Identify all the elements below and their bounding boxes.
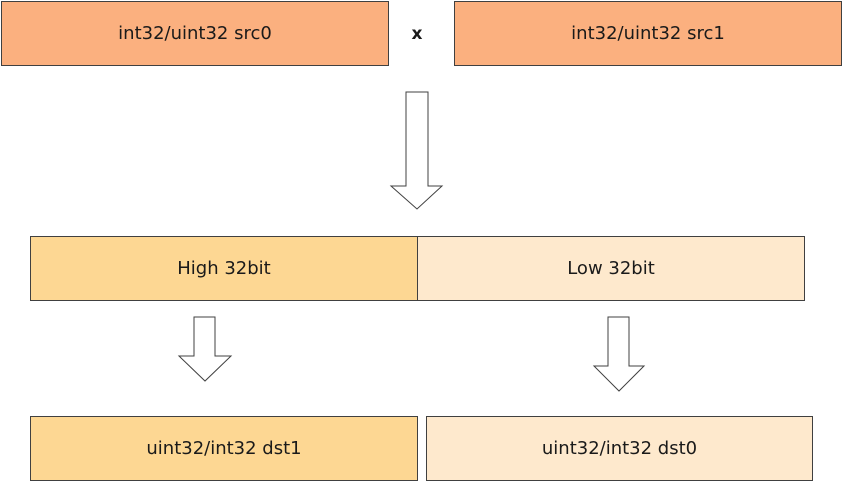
low-32bit-label: Low 32bit [567, 258, 655, 279]
multiply-operator: x [411, 24, 423, 44]
dst1-label: uint32/int32 dst1 [146, 438, 302, 459]
down-arrow-right-shape [592, 316, 646, 392]
dst1-box: uint32/int32 dst1 [30, 416, 418, 481]
src1-label: int32/uint32 src1 [571, 23, 725, 44]
high-32bit-label: High 32bit [177, 258, 271, 279]
down-arrow-left-shape [177, 316, 233, 382]
dst0-box: uint32/int32 dst0 [426, 416, 813, 481]
src0-box: int32/uint32 src0 [1, 1, 389, 66]
low-32bit-box: Low 32bit [417, 236, 805, 301]
dst0-label: uint32/int32 dst0 [541, 438, 698, 459]
high-32bit-box: High 32bit [30, 236, 418, 301]
down-arrow-main-shape [389, 91, 444, 210]
src1-box: int32/uint32 src1 [454, 1, 842, 66]
src0-label: int32/uint32 src0 [118, 23, 272, 44]
